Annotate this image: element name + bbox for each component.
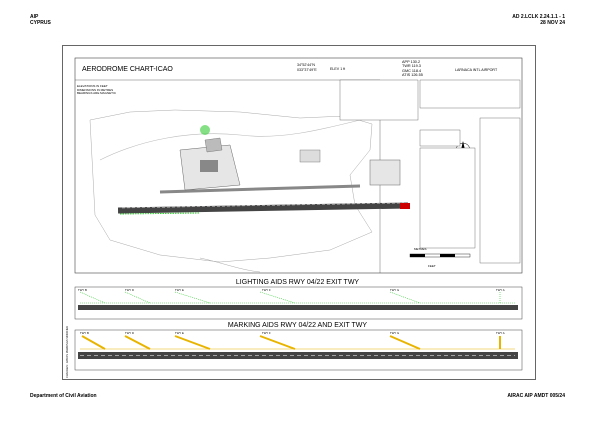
lighting-aids-title: LIGHTING AIDS RWY 04/22 EXIT TWY bbox=[235, 279, 360, 286]
footer-department: Department of Civil Aviation bbox=[30, 393, 97, 399]
aerodrome-elevation: ELEV 1 ft bbox=[330, 67, 346, 71]
marking-label-twy-b: TWY B bbox=[80, 331, 89, 335]
lighting-exit-b bbox=[79, 291, 106, 304]
marking-label-twy-e: TWY E bbox=[175, 331, 184, 335]
header-country: CYPRUS bbox=[30, 20, 51, 26]
terminal-building bbox=[200, 160, 218, 172]
ils-table bbox=[339, 79, 419, 121]
marking-label-twy-g: TWY G bbox=[390, 331, 400, 335]
header-left: AIP CYPRUS bbox=[30, 14, 51, 26]
arp-latitude: 34°52'44"N bbox=[297, 63, 315, 67]
cargo-apron bbox=[369, 159, 401, 186]
marking-label-twy-f: TWY F bbox=[262, 331, 271, 335]
marking-aids-title: MARKING AIDS RWY 04/22 AND EXIT TWY bbox=[227, 322, 368, 329]
apron-stand-marks bbox=[200, 125, 210, 135]
freq-app: APP 130.2 bbox=[402, 60, 421, 64]
rwy-table bbox=[419, 79, 521, 109]
frequency-list: APP 130.2 TWR 119.3 GMC 118.4 ATIS 126.5… bbox=[402, 60, 423, 78]
arp-coordinates: 34°52'44"N 033°37'49"E bbox=[297, 63, 317, 72]
note-bearings: BEARINGS ARE MAGNETIC bbox=[77, 91, 117, 96]
scale-label-feet: FEET bbox=[428, 264, 436, 268]
salt-lake-shore bbox=[199, 257, 261, 273]
terminal-pier bbox=[204, 137, 223, 153]
header-date: 28 NOV 24 bbox=[540, 20, 565, 26]
chart-title: AERODROME CHART-ICAO bbox=[82, 66, 173, 73]
road bbox=[99, 119, 361, 161]
header-right: AD 2.LCLK 2.24.1.1 - 1 28 NOV 24 bbox=[512, 14, 565, 26]
lighting-exit-f bbox=[259, 291, 296, 304]
runway-centerline bbox=[121, 202, 405, 209]
lighting-label-twy-d: TWY D bbox=[125, 288, 134, 292]
chart-notes: ELEVATIONS IN FEET DIMENSIONS IN METRES … bbox=[77, 84, 117, 96]
twy-table bbox=[479, 117, 521, 264]
scale-label-metres: METRES bbox=[414, 247, 427, 251]
freq-gmc: GMC 118.4 bbox=[402, 68, 422, 73]
aerodrome-boundary bbox=[89, 109, 373, 263]
lighting-label-twy-g: TWY G bbox=[390, 288, 400, 292]
lighting-label-twy-f: TWY F bbox=[262, 288, 271, 292]
lighting-exit-g bbox=[389, 291, 421, 304]
freq-atis: ATIS 126.55 bbox=[402, 73, 423, 78]
arp-longitude: 033°37'49"E bbox=[297, 67, 317, 72]
marking-exit-f bbox=[259, 335, 296, 350]
note-dimensions: DIMENSIONS IN METRES bbox=[77, 87, 114, 92]
apron-table bbox=[419, 147, 476, 249]
changes-side-label: CHANGES : APRON MARKINGS MODIFIED bbox=[66, 325, 69, 378]
header-aip: AIP bbox=[30, 14, 39, 20]
marking-label-twy-d: TWY D bbox=[125, 331, 134, 335]
runway-04-22 bbox=[117, 202, 409, 214]
taxiway-parallel bbox=[159, 184, 361, 194]
lighting-exit-d bbox=[124, 291, 151, 304]
lighting-label-twy-b: TWY B bbox=[78, 288, 87, 292]
chart-frame bbox=[74, 57, 523, 274]
header-page-ref: AD 2.LCLK 2.24.1.1 - 1 bbox=[512, 14, 565, 20]
freq-twr: TWR 119.3 bbox=[402, 64, 421, 69]
marking-exit-e bbox=[174, 335, 211, 350]
lighting-label-twy-a: TWY A bbox=[496, 288, 505, 292]
lighting-runway bbox=[78, 305, 518, 310]
lighting-label-twy-e: TWY E bbox=[175, 288, 184, 292]
footer-amendment: AIRAC AIP AMDT 005/24 bbox=[507, 393, 565, 399]
airport-name: LARNACA INTL AIRPORT bbox=[455, 68, 498, 72]
lighting-exit-e bbox=[174, 291, 211, 304]
general-aviation-area bbox=[299, 149, 321, 163]
runway-22-threshold bbox=[400, 203, 410, 209]
marking-frame bbox=[74, 329, 523, 371]
marking-exit-d bbox=[124, 335, 151, 350]
marking-exit-b bbox=[81, 335, 106, 350]
lighting-frame bbox=[74, 286, 523, 320]
taxiway-green-edge bbox=[119, 212, 201, 215]
marking-exit-g bbox=[389, 335, 421, 350]
marking-label-twy-a: TWY A bbox=[496, 331, 505, 335]
legend-box bbox=[419, 129, 461, 147]
note-elevations: ELEVATIONS IN FEET bbox=[77, 84, 108, 88]
